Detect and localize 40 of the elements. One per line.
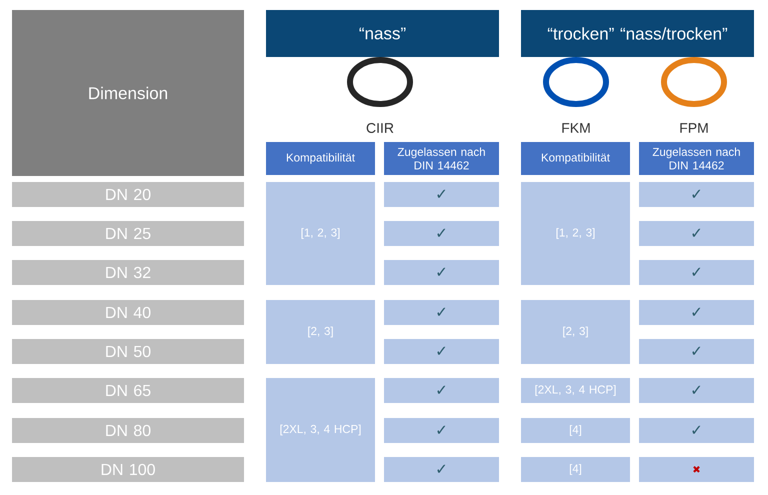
- table-cell: [2, 3]: [521, 300, 630, 364]
- check-cell: ✓: [639, 300, 754, 325]
- table-cell: [4]: [521, 418, 630, 443]
- material-label: CIIR: [366, 123, 394, 133]
- row-label-cell: DN 65: [12, 378, 244, 403]
- row-label-cell: DN 100: [12, 457, 244, 482]
- check-cell: ✓: [384, 457, 499, 482]
- table-cell: [2XL, 3, 4 HCP]: [521, 378, 630, 403]
- row-label-cell: DN 20: [12, 182, 244, 207]
- check-cell: ✓: [639, 260, 754, 285]
- check-cell: ✓: [384, 339, 499, 364]
- cross-cell: ✖: [639, 457, 754, 482]
- row-label-cell: DN 32: [12, 260, 244, 285]
- check-cell: ✓: [384, 182, 499, 207]
- header-cell: Zugelassen nach DIN 14462: [384, 142, 499, 175]
- header-cell: Dimension: [12, 10, 244, 176]
- row-label-cell: DN 80: [12, 418, 244, 443]
- table-cell: [4]: [521, 457, 630, 482]
- row-label-cell: DN 40: [12, 300, 244, 325]
- check-cell: ✓: [639, 221, 754, 246]
- header-cell: Kompatibilität: [266, 142, 375, 175]
- header-cell: Zugelassen nach DIN 14462: [639, 142, 754, 175]
- check-cell: ✓: [639, 378, 754, 403]
- header-cell: “trocken” “nass/trocken”: [521, 10, 754, 57]
- check-cell: ✓: [384, 300, 499, 325]
- table-cell: [1, 2, 3]: [521, 182, 630, 285]
- check-cell: ✓: [639, 182, 754, 207]
- check-cell: ✓: [384, 260, 499, 285]
- check-cell: ✓: [384, 221, 499, 246]
- header-cell: “nass”: [266, 10, 499, 57]
- row-label-cell: DN 50: [12, 339, 244, 364]
- table-cell: [2, 3]: [266, 300, 375, 364]
- table-cell: [2XL, 3, 4 HCP]: [266, 378, 375, 482]
- table-cell: [1, 2, 3]: [266, 182, 375, 285]
- check-cell: ✓: [639, 418, 754, 443]
- check-cell: ✓: [384, 378, 499, 403]
- check-cell: ✓: [384, 418, 499, 443]
- header-cell: Kompatibilität: [521, 142, 630, 175]
- check-cell: ✓: [639, 339, 754, 364]
- row-label-cell: DN 25: [12, 221, 244, 246]
